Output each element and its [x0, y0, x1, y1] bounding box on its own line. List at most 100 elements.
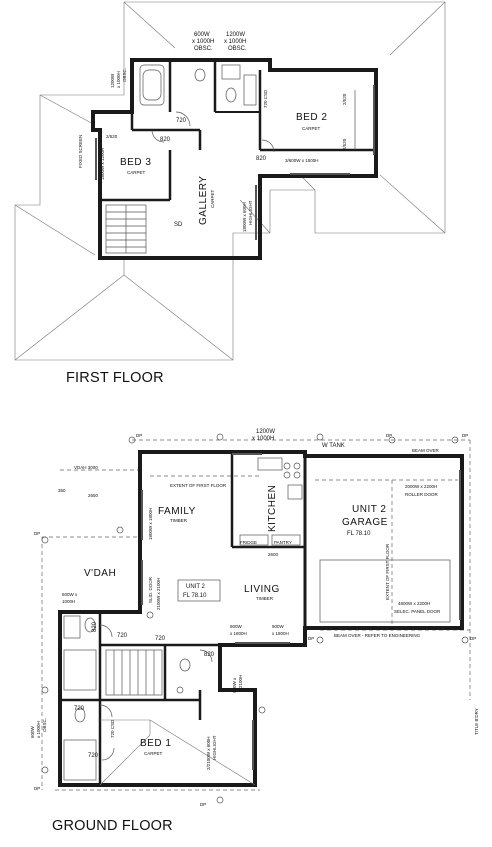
first-floor-stairs — [105, 204, 147, 254]
dp-label-6: DP — [470, 636, 476, 641]
note-2520c: 2/520 — [342, 138, 347, 150]
note-extent-first-floor-2: EXTENT OF FIRST FLOOR — [385, 543, 390, 600]
family-finish: TIMBER — [170, 518, 188, 523]
room-label-living: LIVING — [244, 584, 280, 595]
note-720d: 720 — [88, 753, 99, 759]
note-vdah-window: 600W x — [62, 592, 78, 597]
bed1-ceiling-lines — [99, 719, 256, 786]
dp-label-5: DP — [308, 636, 314, 641]
ground-floor-doors — [99, 624, 213, 761]
note-820a: 820 — [160, 137, 171, 143]
note-window-1200b: x 1000H — [224, 39, 246, 45]
note-roller-door: ROLLER DOOR — [405, 492, 439, 497]
dp-label-4: DP — [34, 531, 40, 536]
note-720: 720 — [176, 118, 187, 124]
note-csd: 720 CSD — [110, 719, 115, 738]
unit-floor-level: FL 78.10 — [183, 593, 207, 599]
note-2520a: 2/520 — [106, 134, 118, 139]
note-vdah-dim: VDAH 3000 — [74, 465, 98, 470]
note-sliding-door: SLID. DOOR — [148, 576, 153, 603]
first-floor-outer-wall — [91, 58, 378, 260]
note-dim-2600: 2600 — [268, 552, 279, 557]
note-820b: 820 — [256, 156, 267, 162]
ground-floor-stairs — [105, 649, 163, 696]
note-living-window-2b: x 1800H — [272, 631, 289, 636]
dp-label-3: DP — [462, 433, 468, 438]
note-fixed-screen: FIXED SCREEN — [78, 135, 83, 168]
note-window-1200: 1200W — [226, 32, 245, 38]
room-label-kitchen: KITCHEN — [267, 485, 278, 532]
garage-floor-level: FL 78.10 — [347, 531, 371, 537]
ground-floor-windows — [141, 453, 461, 770]
note-family-window: 1800W x 1800H — [148, 508, 153, 540]
first-floor-doors — [151, 90, 356, 153]
note-top-window-b: x 1000H — [252, 436, 274, 442]
ground-floor-interior-walls — [60, 452, 307, 785]
note-hall-window: 900W x — [232, 677, 237, 693]
note-panel-size: 4800W x 2200H — [398, 601, 430, 606]
note-highlight: HIGHLIGHT — [248, 200, 253, 225]
note-living-window-1b: x 1800H — [230, 631, 247, 636]
note-top-window: 1200W — [256, 429, 275, 435]
bed1-finish: CARPET — [144, 751, 163, 756]
ground-floor-plan: FAMILY TIMBER KITCHEN UNIT 2 GARAGE FL 7… — [30, 429, 479, 807]
dp-label-8: DP — [200, 802, 206, 807]
bed2-finish: CARPET — [302, 126, 321, 131]
first-floor-interior-walls — [100, 60, 376, 202]
note-vdah-window-b: 1000H — [62, 599, 75, 604]
first-floor-windows — [95, 85, 375, 240]
note-window-left: 1200W — [110, 73, 115, 88]
note-820b: 820 — [204, 652, 215, 658]
room-label-bed3: BED 3 — [120, 157, 151, 168]
note-sliding-size: 2100W x 2100H — [156, 578, 161, 610]
note-820a: 820 — [92, 621, 98, 632]
first-floor-roof-outline — [14, 1, 446, 361]
note-water-tank: W TANK — [322, 443, 345, 449]
dp-markers — [41, 433, 469, 804]
dp-label-1: DP — [136, 433, 142, 438]
note-dim-2650: 2650 — [88, 493, 99, 498]
note-dim-350: 350 — [58, 488, 66, 493]
room-label-vdah: V'DAH — [84, 568, 116, 579]
kitchen-fixtures — [239, 457, 303, 546]
note-720c: 720 — [74, 706, 85, 712]
note-csd: 720 CSD — [263, 89, 268, 108]
note-highlight-size: 1800W x 600H — [242, 202, 247, 232]
note-window-600: 600W — [194, 32, 210, 38]
note-window-600b: x 1000H — [192, 39, 214, 45]
gallery-finish: CARPET — [210, 189, 215, 208]
note-obsc-window: 600W — [30, 725, 35, 738]
ground-bath-fixtures — [63, 615, 191, 781]
first-floor-plan: BED 2 CARPET BED 3 CARPET GALLERY CARPET… — [14, 1, 446, 361]
note-window-leftb: x 1000H — [116, 71, 121, 88]
note-bed1-highlight: HIGHLIGHT — [212, 735, 217, 760]
first-floor-bath-fixtures — [139, 64, 257, 106]
room-label-gallery: GALLERY — [198, 176, 209, 225]
garage-car-area — [315, 479, 458, 626]
note-extent-first-floor: EXTENT OF FIRST FLOOR — [170, 483, 227, 488]
room-label-unit2-garage: UNIT 2 — [352, 504, 387, 515]
note-720b: 720 — [155, 636, 166, 642]
note-beam-over: BEAM OVER — [412, 448, 440, 453]
note-hall-window-b: 2100H — [238, 675, 243, 688]
note-living-window-1: 900W — [230, 624, 243, 629]
dp-label-2: DP — [386, 433, 392, 438]
note-obsc-window-b: x 1000H — [36, 721, 41, 738]
note-fridge: FRIDGE — [240, 540, 257, 545]
note-720a: 720 — [117, 633, 128, 639]
note-window-bed2: 3/600W x 1500H — [285, 158, 319, 163]
note-roller-size: 2000W x 2200H — [405, 484, 437, 489]
ground-floor-outer-wall — [58, 450, 464, 787]
ground-floor-title: GROUND FLOOR — [52, 818, 173, 834]
note-panel-door: SELEC. PANEL DOOR — [394, 609, 441, 614]
note-bed1-window: 2/2100W x 600H — [206, 736, 211, 770]
room-label-family: FAMILY — [158, 506, 196, 517]
room-label-bed1: BED 1 — [140, 738, 171, 749]
note-window-bed3: 1800W x 1200H — [100, 148, 105, 180]
bed3-finish: CARPET — [127, 170, 146, 175]
note-title-boundary: TITLE B'DRY — [474, 708, 479, 735]
note-living-window-2: 900W — [272, 624, 285, 629]
room-label-garage: GARAGE — [342, 517, 388, 528]
note-beam-engineering: BEAM OVER - REFER TO ENGINEERING — [334, 633, 421, 638]
